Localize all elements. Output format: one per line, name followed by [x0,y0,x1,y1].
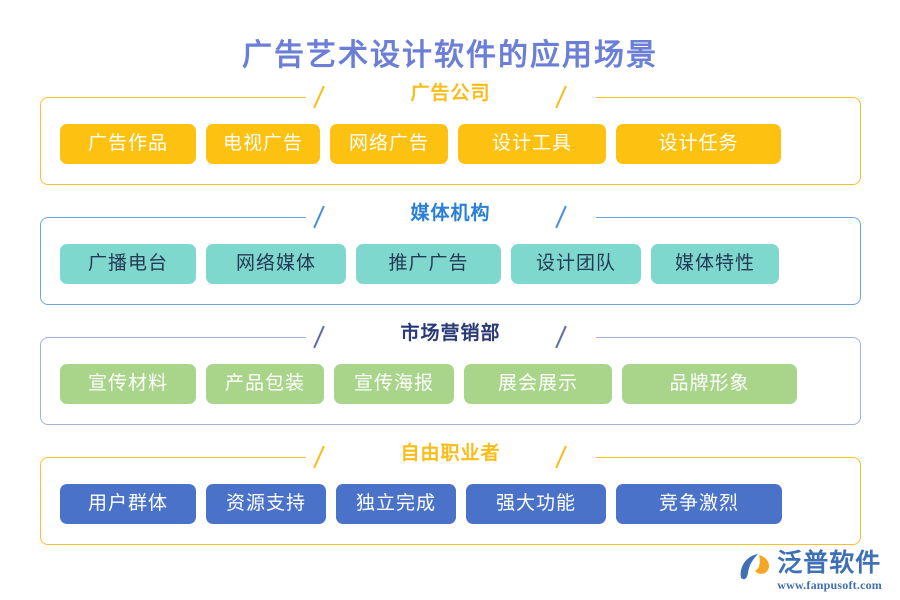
pill-radio-station[interactable]: 广播电台 [60,244,196,284]
fanpu-logo-icon [740,554,770,580]
pill-fierce-competition[interactable]: 竞争激烈 [616,484,782,524]
pill-promotional-ad[interactable]: 推广广告 [356,244,501,284]
pill-row: 用户群体 资源支持 独立完成 强大功能 竞争激烈 [60,484,841,524]
pill-design-tools[interactable]: 设计工具 [458,124,606,164]
pill-promo-poster[interactable]: 宣传海报 [334,364,454,404]
pill-product-packaging[interactable]: 产品包装 [206,364,324,404]
section-title-marketing-department: 市场营销部 [394,321,507,347]
pill-user-group[interactable]: 用户群体 [60,484,196,524]
pill-row: 宣传材料 产品包装 宣传海报 展会展示 品牌形象 [60,364,841,404]
section-advertising-company: 广告公司 广告作品 电视广告 网络广告 设计工具 设计任务 [40,81,861,185]
sections-container: 广告公司 广告作品 电视广告 网络广告 设计工具 设计任务 媒体机构 广播电台 … [40,81,861,577]
section-marketing-department: 市场营销部 宣传材料 产品包装 宣传海报 展会展示 品牌形象 [40,321,861,425]
pill-exhibition-display[interactable]: 展会展示 [464,364,612,404]
pill-independent-completion[interactable]: 独立完成 [336,484,456,524]
pill-tv-ad[interactable]: 电视广告 [206,124,320,164]
pill-design-team[interactable]: 设计团队 [511,244,641,284]
pill-brand-image[interactable]: 品牌形象 [622,364,797,404]
brand-logo: 泛普软件 www.fanpusoft.com [737,551,882,592]
pill-online-media[interactable]: 网络媒体 [206,244,346,284]
pill-promo-materials[interactable]: 宣传材料 [60,364,196,404]
pill-online-ad[interactable]: 网络广告 [330,124,448,164]
pill-powerful-features[interactable]: 强大功能 [466,484,606,524]
section-title-advertising-company: 广告公司 [404,81,497,107]
page-title: 广告艺术设计软件的应用场景 [242,39,658,72]
section-freelancer: 自由职业者 用户群体 资源支持 独立完成 强大功能 竞争激烈 [40,441,861,545]
pill-resource-support[interactable]: 资源支持 [206,484,326,524]
pill-row: 广告作品 电视广告 网络广告 设计工具 设计任务 [60,124,841,164]
section-title-media-organization: 媒体机构 [404,201,497,227]
pill-design-task[interactable]: 设计任务 [616,124,781,164]
pill-ad-works[interactable]: 广告作品 [60,124,196,164]
logo-company-name: 泛普软件 [777,550,882,577]
section-title-freelancer: 自由职业者 [394,441,507,467]
logo-text-block: 泛普软件 www.fanpusoft.com [777,551,882,592]
pill-media-features[interactable]: 媒体特性 [651,244,779,284]
logo-website-url: www.fanpusoft.com [777,578,882,592]
section-media-organization: 媒体机构 广播电台 网络媒体 推广广告 设计团队 媒体特性 [40,201,861,305]
pill-row: 广播电台 网络媒体 推广广告 设计团队 媒体特性 [60,244,841,284]
